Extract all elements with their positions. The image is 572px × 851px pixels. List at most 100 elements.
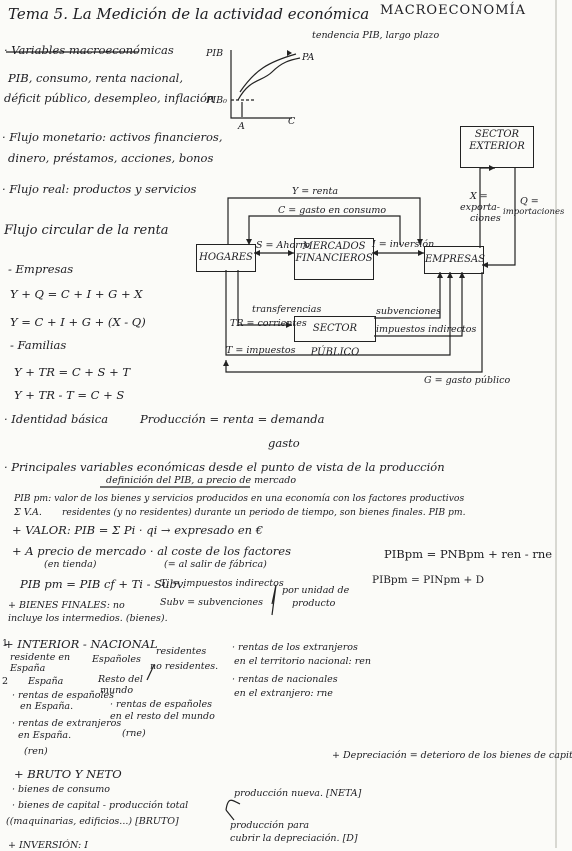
arrow-t-impuestos [225,270,451,356]
residente-en: residente en [10,652,71,663]
incluye-intermedios: incluye los intermedios. (bienes). [8,613,168,624]
graph-c-label: C [288,116,296,127]
precio-mercado: + A precio de mercado · al coste de los … [12,544,292,558]
graph-pa-label: PA [302,52,315,63]
label-x-2: exporta- [460,202,501,213]
box-sector-exterior: SECTOR EXTERIOR [460,126,534,168]
familias-label: - Familias [10,338,67,352]
identidad-equation: Producción = renta = demanda [140,412,325,426]
graph-trend-label: tendencia PIB, largo plazo [312,30,440,41]
flujo-circular-title: Flujo circular de la renta [4,223,169,238]
rentas-esp-1: · rentas de españoles [12,690,115,701]
graph-y-label: PIB [206,48,224,59]
mercados-line2: FINANCIEROS [295,253,373,264]
pin-equation: PIBpm = PINpm + D [372,574,485,586]
rentas-esp-2: en España. [20,701,74,712]
label-x-1: X = [470,191,488,202]
label-c-gasto: C = gasto en consumo [278,205,387,216]
label-subvenciones: subvenciones [376,306,441,317]
label-y-renta: Y = renta [292,186,339,197]
box-hogares: HOGARES [196,244,256,272]
num-2: 2 [2,676,9,687]
rentas-ext-1: · rentas de extranjeros [12,718,122,729]
rentas-esp-resto-1: · rentas de españoles [110,699,213,710]
flujo-monetario-2: dinero, préstamos, acciones, bonos [8,151,214,165]
definicion-pib: definición del PIB, a precio de mercado [106,475,297,486]
interior-nacional: + INTERIOR - NACIONAL [4,637,158,651]
subject-title: MACROECONOMÍA [380,3,527,18]
flujo-real: · Flujo real: productos y servicios [2,182,197,196]
mercados-line1: MERCADOS [302,241,366,252]
page-title: Tema 5. La Medición de la actividad econ… [8,5,370,23]
bruto-neto: + BRUTO Y NETO [14,767,122,781]
arrow-impuestos-indirectos [374,272,463,337]
pibpm-line2: residentes (y no residentes) durante un … [62,507,466,518]
label-q-2: importaciones [503,207,565,217]
equation-1: Y + Q = C + I + G + X [10,287,143,301]
rne-definition-2: en el extranjero: rne [234,688,333,699]
rne-definition-1: · rentas de nacionales [232,674,338,685]
salir-fabrica: (= al salir de fábrica) [164,559,267,570]
ren-definition-1: · rentas de los extranjeros [232,642,358,653]
num-1: 1 [2,638,9,649]
equation-3: Y + TR = C + S + T [14,365,131,379]
espanoles: Españoles [92,654,141,665]
arrow-subvenciones [374,272,441,319]
en-tienda: (en tienda) [44,559,97,570]
arrow-y-renta [227,197,421,245]
maquinarias: ((maquinarias, edificios...) [BRUTO] [6,816,179,827]
espana-2: España [28,676,64,687]
label-transferencias: transferencias [252,304,322,315]
principales-title: · Principales variables económicas desde… [4,460,445,474]
ren-label: (ren) [24,746,48,757]
produccion-para-1: producción para [230,820,310,831]
graph-pa-curve [237,57,301,101]
espana-1: España [10,663,46,674]
inversion-cut: + INVERSIÓN: I [8,840,88,851]
resto-mundo-1: Resto del [98,674,143,685]
rne-label: (rne) [122,728,146,739]
label-x-3: ciones [470,213,501,224]
pibpm-equation: PIB pm = PIB cf + Ti - Subv. [20,577,186,591]
graph-axes [230,50,292,119]
subv-definition: Subv = subvenciones [160,597,263,608]
label-tr-corrientes: TR = corrientes [230,318,307,329]
depreciacion: + Depreciación = deterioro de los bienes… [332,750,572,761]
valor-line: + VALOR: PIB = Σ Pi · qi → expresado en … [12,523,264,537]
identidad-label: · Identidad básica [4,412,109,426]
identidad-gasto: gasto [268,436,300,450]
box-mercados-financieros: MERCADOS FINANCIEROS [294,238,374,280]
produccion-para-2: cubrir la depreciación. [D] [230,833,358,844]
label-g-gasto: G = gasto público [424,375,511,386]
label-q-1: Q = [520,196,539,207]
produccion-nueva: producción nueva. [NETA] [234,788,362,799]
arrow-tr-transferencias [237,270,292,326]
label-s-ahorro: S = Ahorro [256,240,311,251]
graph-trend-curve [239,53,297,93]
ren-definition-2: en el territorio nacional: ren [234,656,372,667]
bienes-finales: + BIENES FINALES: no [8,600,125,611]
var-line2: déficit público, desempleo, inflación [4,91,215,105]
var-title: · Variables macroeconómicas [4,43,174,57]
zva: Σ V.A. [14,507,42,518]
bienes-capital: · bienes de capital - producción total [12,800,189,811]
pibpm-line1: PIB pm: valor de los bienes y servicios … [14,493,465,504]
equation-4: Y + TR - T = C + S [14,388,125,402]
graph-a-label: A [238,121,245,132]
empresas-label: - Empresas [8,262,74,276]
residentes: residentes [156,646,207,657]
box-empresas: EMPRESAS [424,246,485,274]
label-i-inversion: I = inversión [372,239,435,250]
rentas-ext-2: en España. [18,730,72,741]
pnb-equation: PIBpm = PNBpm + ren - rne [384,547,553,561]
bienes-consumo: · bienes de consumo [12,784,111,795]
resto-mundo-2: mundo [100,685,134,696]
sector-exterior-line2: EXTERIOR [469,141,525,152]
arrow-q-importaciones [482,168,516,266]
label-impuestos-indirectos: impuestos indirectos [376,324,477,335]
ti-definition: Ti = impuestos indirectos [160,578,284,589]
sector-exterior-line1: SECTOR [474,129,520,140]
por-unidad-2: producto [292,598,336,609]
